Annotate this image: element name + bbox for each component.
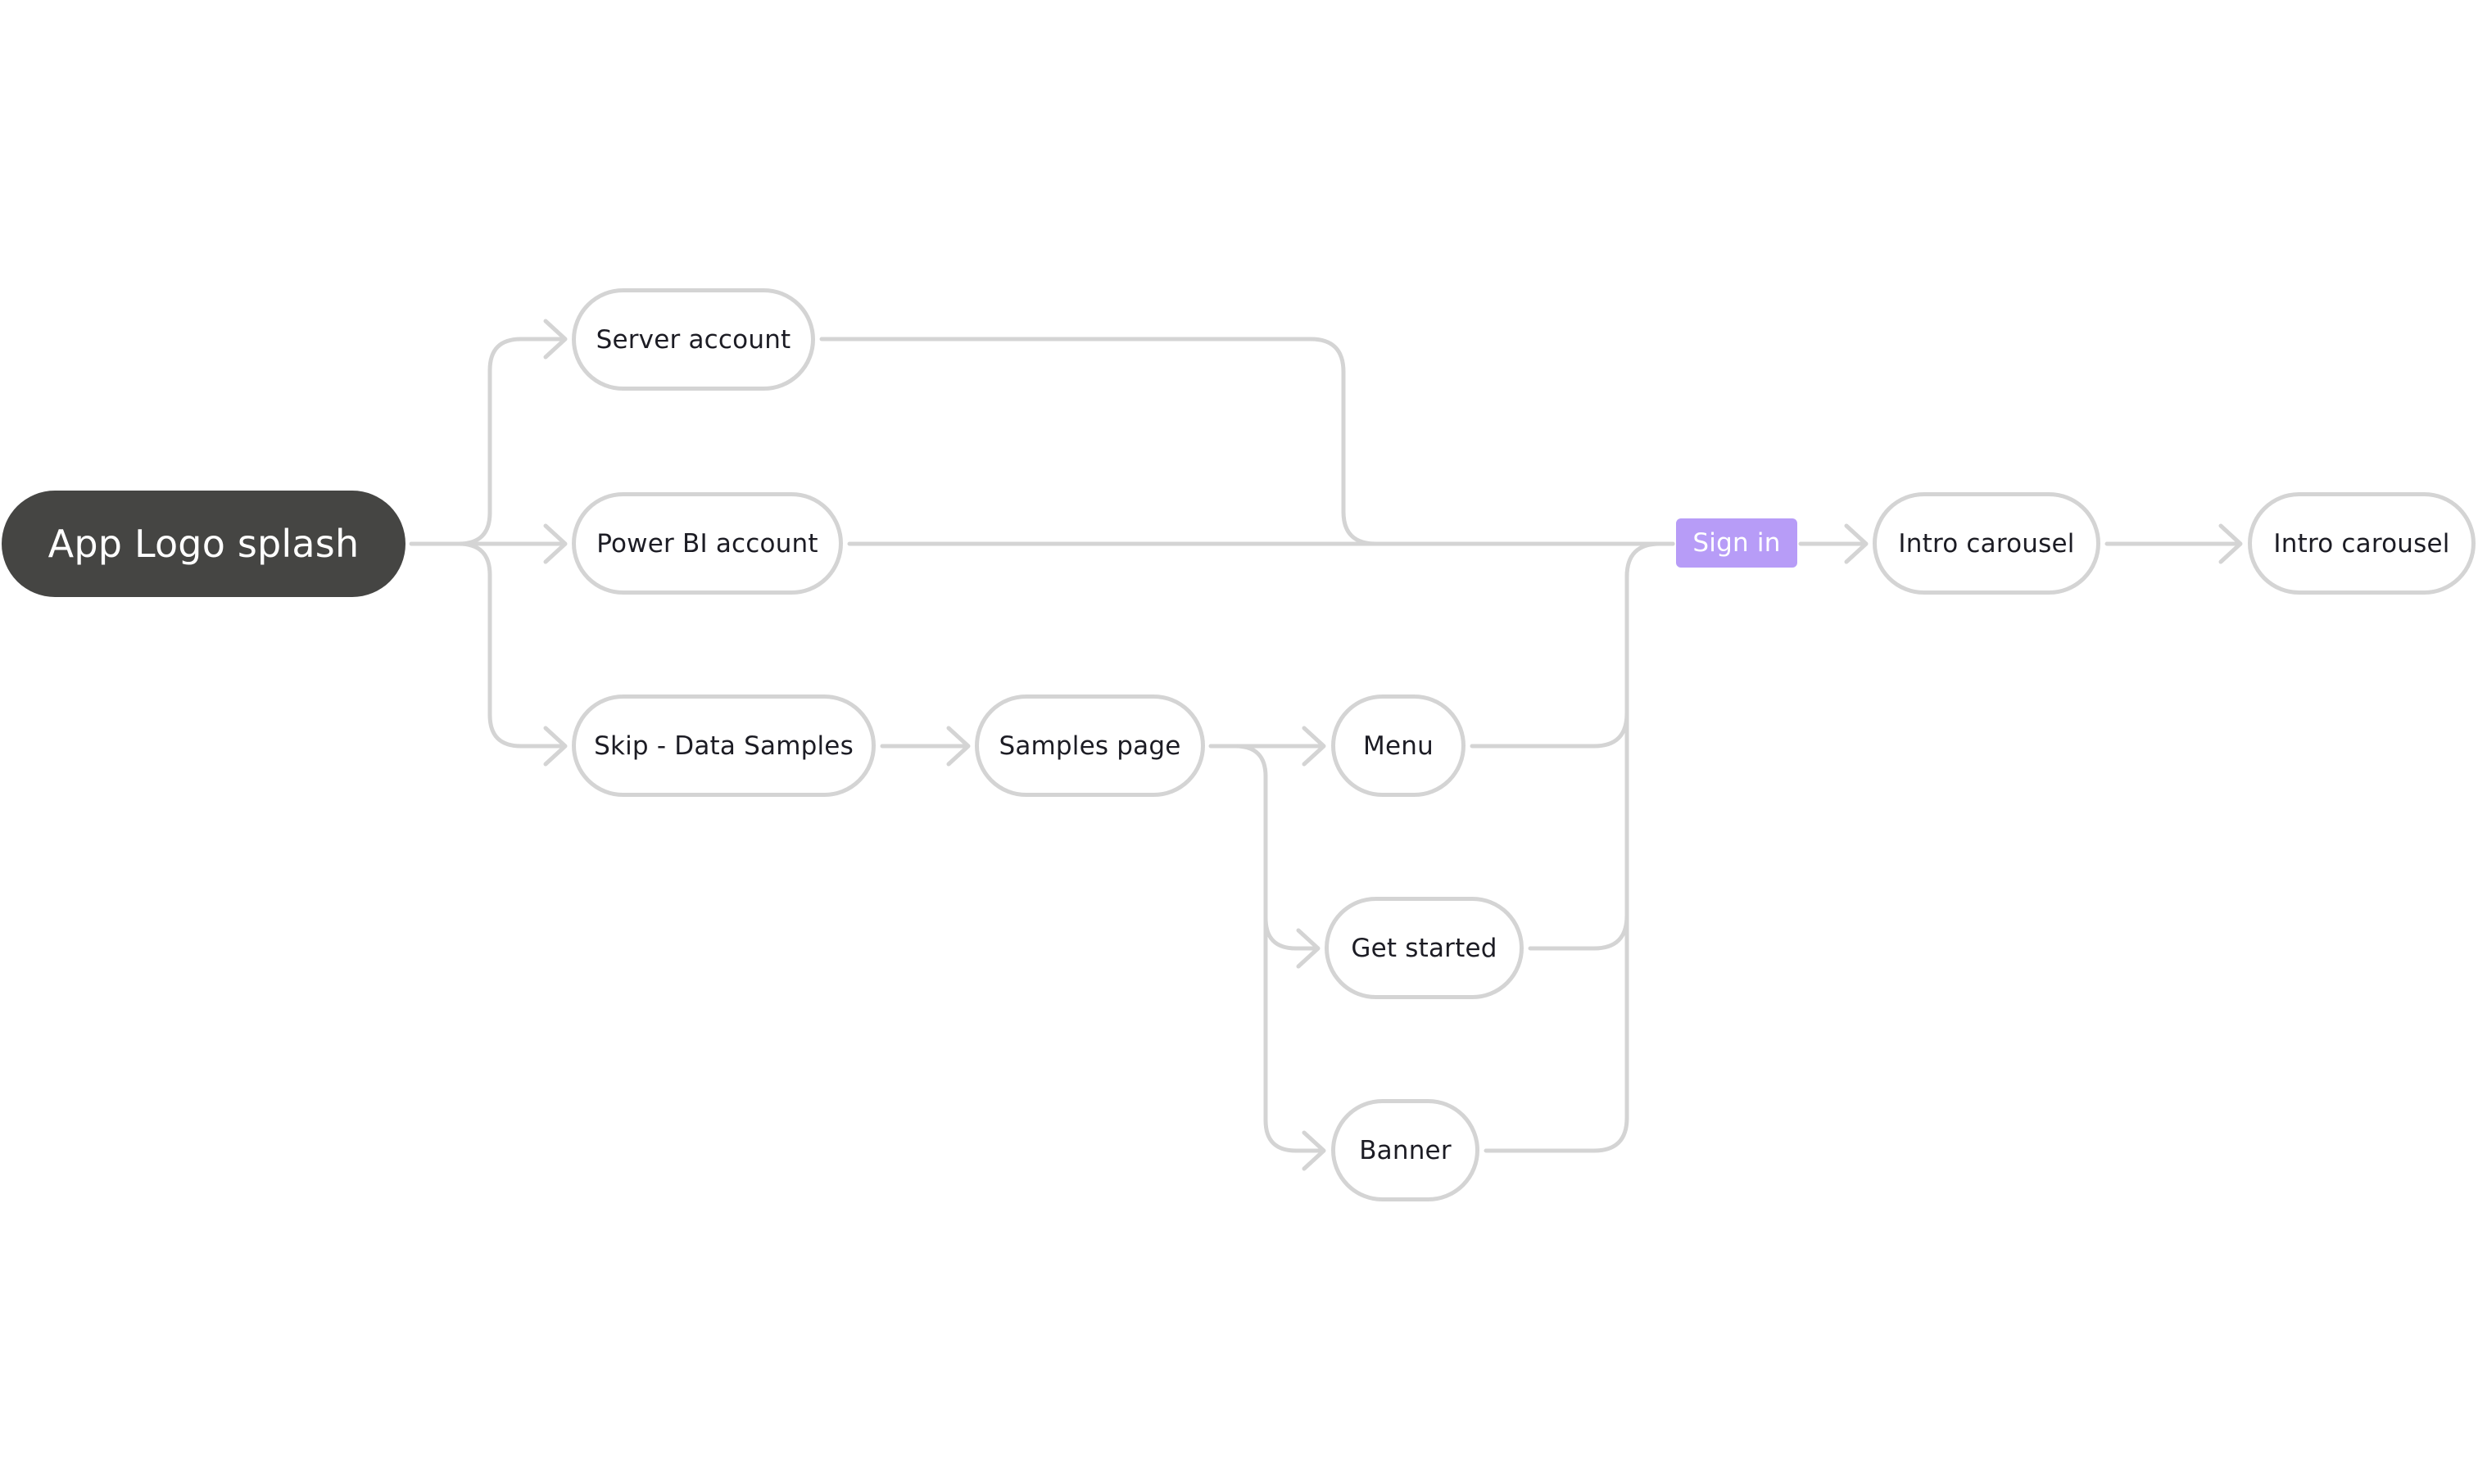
arrowhead-server	[543, 319, 568, 360]
arrowhead-banner	[1302, 1130, 1326, 1171]
edge-server-to-signin	[819, 337, 1675, 546]
edge-getstarted-to-signin	[1528, 711, 1629, 951]
sign-in-tag: Sign in	[1676, 518, 1797, 568]
get-started-node: Get started	[1325, 897, 1524, 999]
edge-banner-to-signin	[1484, 913, 1629, 1153]
arrowhead-carousel1	[1844, 523, 1869, 564]
arrowhead-carousel2	[2218, 523, 2243, 564]
server-account-node: Server account	[572, 288, 815, 391]
menu-node: Menu	[1331, 694, 1466, 797]
skip-data-samples-node: Skip - Data Samples	[572, 694, 876, 797]
edge-splash-to-skip	[456, 541, 566, 749]
arrowhead-menu	[1302, 726, 1326, 767]
powerbi-account-node: Power BI account	[572, 492, 843, 595]
arrowhead-samples	[946, 726, 971, 767]
samples-page-node: Samples page	[975, 694, 1205, 797]
banner-node: Banner	[1331, 1099, 1479, 1201]
arrowhead-skip	[543, 726, 568, 767]
edge-samples-to-getstarted	[1233, 744, 1319, 951]
arrowhead-getstarted	[1296, 928, 1321, 969]
edge-splash-to-server	[456, 337, 566, 546]
arrowhead-powerbi	[543, 523, 568, 564]
app-logo-splash-node: App Logo splash	[2, 491, 405, 597]
intro-carousel-node-1: Intro carousel	[1873, 492, 2100, 595]
edge-samples-to-banner	[1263, 916, 1325, 1153]
intro-carousel-node-2: Intro carousel	[2248, 492, 2476, 595]
edge-menu-to-signin	[1470, 541, 1675, 749]
